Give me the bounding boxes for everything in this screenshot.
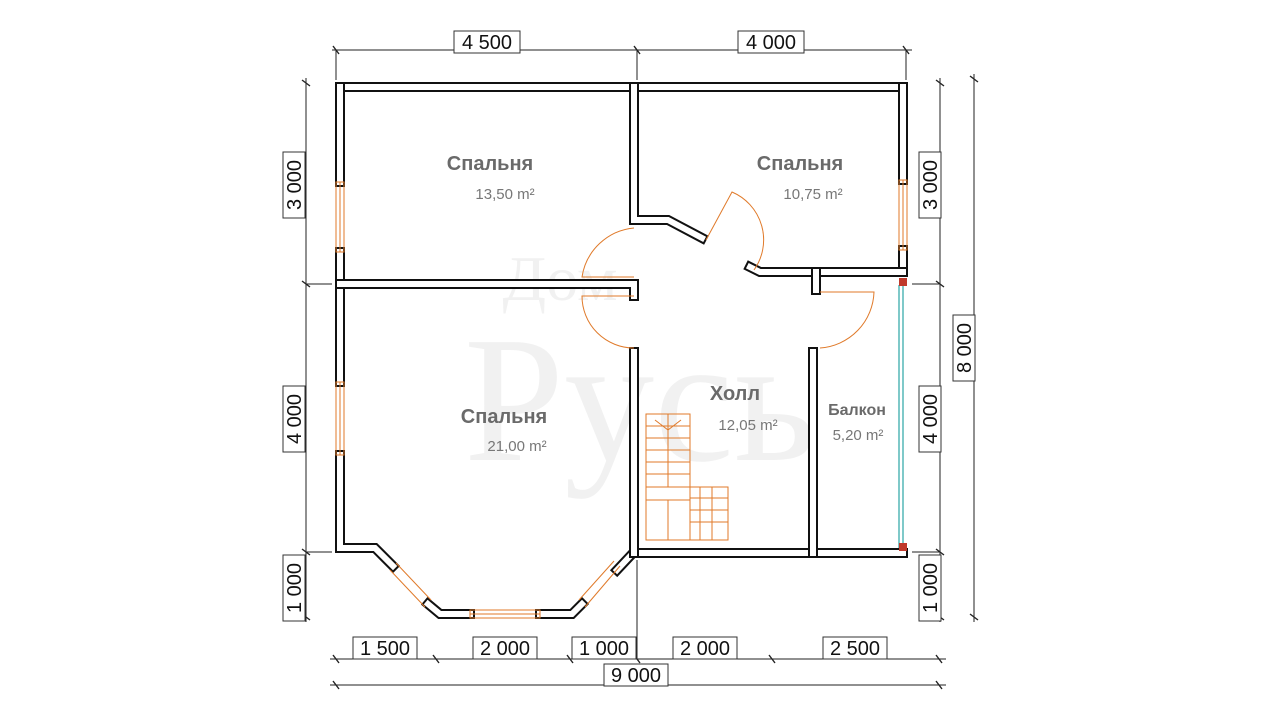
dim-right-total: 8 000 — [954, 323, 976, 373]
dim-bottom-total: 9 000 — [611, 665, 661, 687]
watermark-line2: Русь — [464, 300, 816, 499]
room-name: Балкон — [828, 402, 886, 419]
window-bay-bottom — [469, 609, 541, 619]
room-area: 21,00 m² — [487, 438, 546, 455]
window-bay-right — [578, 560, 621, 608]
doors — [581, 191, 875, 349]
dim-left-3: 1 000 — [284, 563, 306, 613]
dim-bottom-1: 1 500 — [360, 638, 410, 660]
room-area: 13,50 m² — [475, 186, 534, 203]
dim-right-2: 4 000 — [920, 394, 942, 444]
dim-left-1: 3 000 — [284, 160, 306, 210]
room-name: Спальня — [757, 153, 843, 175]
windows — [335, 179, 908, 619]
door-bedroom-top-right — [705, 191, 765, 271]
room-name: Спальня — [447, 153, 533, 175]
dim-right-1: 3 000 — [920, 160, 942, 210]
room-balcony: Балкон 5,20 m² — [828, 402, 886, 444]
dimensions: 4 500 4 000 3 000 4 000 1 000 3 000 4 00… — [282, 30, 979, 690]
room-bedroom-bottom-left: Спальня 21,00 m² — [461, 406, 547, 455]
balcony-glazing — [898, 278, 907, 551]
dim-bottom-4: 2 000 — [680, 638, 730, 660]
dim-top-1: 4 500 — [462, 32, 512, 54]
room-bedroom-top-right: Спальня 10,75 m² — [757, 153, 843, 203]
room-area: 10,75 m² — [783, 186, 842, 203]
walls — [335, 82, 908, 619]
dim-right-3: 1 000 — [920, 563, 942, 613]
dim-top-2: 4 000 — [746, 32, 796, 54]
room-area: 12,05 m² — [718, 417, 777, 434]
window-right-top — [898, 179, 908, 251]
door-bedroom-top-left — [581, 227, 635, 278]
watermark-line1: Дом — [503, 243, 618, 314]
window-bay-left — [389, 562, 432, 608]
room-labels: Спальня 13,50 m² Спальня 10,75 m² Спальн… — [447, 153, 886, 455]
room-hall: Холл 12,05 m² — [710, 383, 778, 434]
window-left-top — [335, 181, 345, 253]
watermark: Дом Русь — [464, 243, 816, 499]
door-bedroom-bottom-left — [581, 295, 635, 349]
staircase — [645, 413, 729, 541]
dim-bottom-3: 1 000 — [579, 638, 629, 660]
window-left-mid — [335, 381, 345, 456]
dim-left-2: 4 000 — [284, 394, 306, 444]
room-name: Спальня — [461, 406, 547, 428]
room-name: Холл — [710, 383, 760, 405]
dim-bottom-5: 2 500 — [830, 638, 880, 660]
dim-bottom-2: 2 000 — [480, 638, 530, 660]
room-bedroom-top-left: Спальня 13,50 m² — [447, 153, 535, 203]
door-balcony — [819, 291, 875, 349]
room-area: 5,20 m² — [833, 427, 884, 444]
